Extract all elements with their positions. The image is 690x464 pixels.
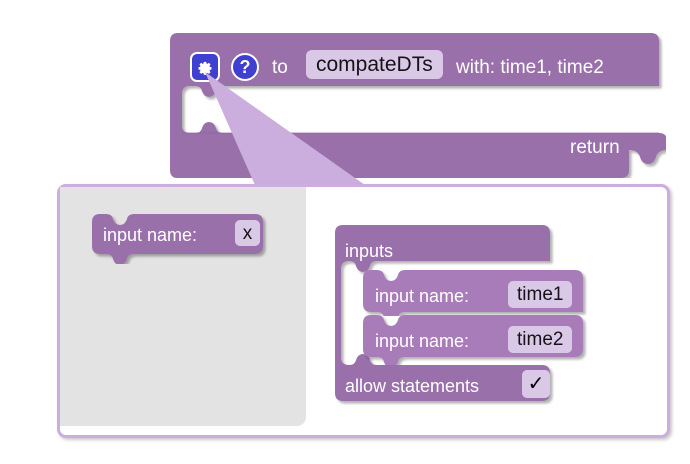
help-icon[interactable]: ? [231, 53, 259, 81]
mutator-input-name-field[interactable]: time2 [508, 326, 573, 353]
with-params-label: with: time1, time2 [456, 57, 604, 78]
input-name-palette-block[interactable] [92, 212, 272, 264]
allow-statements-checkbox[interactable]: ✓ [522, 370, 550, 398]
mutator-input-name-field[interactable]: time1 [508, 281, 573, 308]
mutator-bubble-tail [205, 72, 365, 185]
allow-statements-label: allow statements [345, 376, 480, 396]
palette-block-outline[interactable] [92, 214, 263, 264]
procedure-name-field[interactable]: compateDTs [306, 50, 443, 79]
mutator-input-name-label: input name: [375, 331, 470, 351]
return-label: return [570, 137, 620, 158]
gear-icon[interactable] [190, 52, 220, 82]
palette-input-name-label: input name: [103, 225, 198, 245]
inputs-container-title: inputs [345, 241, 394, 261]
to-label: to [272, 57, 288, 78]
mutator-input-name-label: input name: [375, 286, 470, 306]
gear-glyph [198, 61, 212, 75]
palette-input-name-field[interactable]: x [235, 220, 260, 246]
